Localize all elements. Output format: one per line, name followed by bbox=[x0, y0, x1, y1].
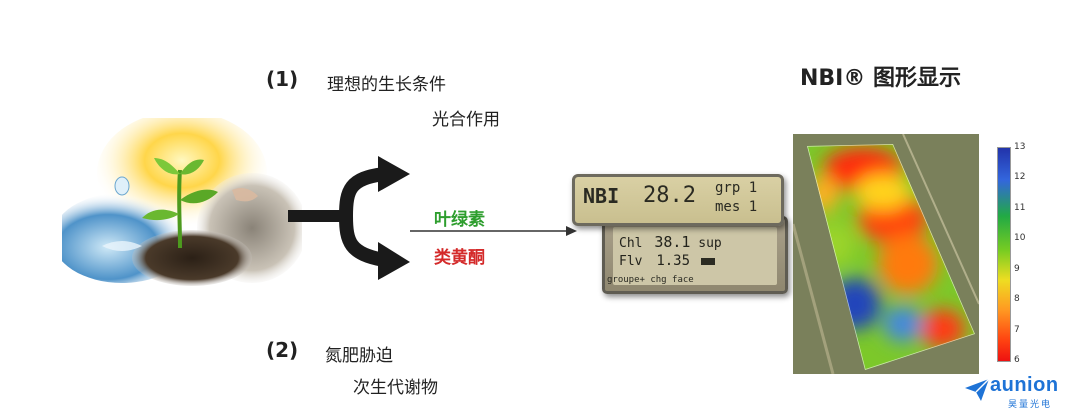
logo-subtitle: 昊量光电 bbox=[1008, 400, 1053, 410]
item1-sub: 光合作用 bbox=[432, 110, 500, 130]
fork-arrow bbox=[288, 156, 410, 280]
battery-icon bbox=[700, 258, 715, 265]
device-lower-panel: Chl 38.1 sup Flv 1.35 groupe+ chg face bbox=[602, 216, 788, 294]
paper-plane-icon bbox=[965, 378, 990, 401]
color-bar bbox=[997, 147, 1011, 362]
item2-number: (2) bbox=[266, 338, 299, 362]
chl-value: 38.1 bbox=[654, 233, 691, 251]
tick-label: 9 bbox=[1014, 264, 1020, 274]
item1-number: (1) bbox=[266, 67, 299, 91]
plant-illustration bbox=[62, 118, 302, 286]
tick-label: 7 bbox=[1014, 325, 1020, 335]
chl-label: Chl bbox=[619, 236, 643, 251]
tick-label: 13 bbox=[1014, 142, 1026, 152]
device-upper-panel: NBI 28.2 grp 1 mes 1 bbox=[572, 174, 784, 226]
logo-name: aunion bbox=[990, 374, 1059, 396]
thin-arrow bbox=[410, 226, 577, 236]
nbi-value: 28.2 bbox=[643, 183, 696, 208]
tick-label: 6 bbox=[1014, 355, 1020, 365]
arrow-label-chlorophyll: 叶绿素 bbox=[434, 210, 485, 230]
flv-label: Flv bbox=[619, 254, 643, 269]
grp-readout: grp 1 bbox=[715, 180, 758, 196]
mes-readout: mes 1 bbox=[715, 199, 758, 215]
tick-label: 10 bbox=[1014, 233, 1026, 243]
device-footer: groupe+ chg face bbox=[607, 275, 694, 285]
color-bar-ticks: 13 12 11 10 9 8 7 6 bbox=[1014, 142, 1044, 367]
tick-label: 12 bbox=[1014, 172, 1026, 182]
device-display: Chl 38.1 sup Flv 1.35 groupe+ chg face N… bbox=[572, 174, 788, 294]
item2-title: 氮肥胁迫 bbox=[325, 346, 393, 366]
item2-sub: 次生代谢物 bbox=[353, 378, 438, 398]
flv-value: 1.35 bbox=[656, 253, 691, 269]
aunion-logo: aunion 昊量光电 bbox=[962, 374, 1070, 410]
nbi-title: NBI® 图形显示 bbox=[800, 66, 962, 91]
nbi-label: NBI bbox=[583, 184, 620, 208]
tick-label: 8 bbox=[1014, 294, 1020, 304]
chl-unit: sup bbox=[698, 236, 722, 251]
tick-label: 11 bbox=[1014, 203, 1026, 213]
nbi-map bbox=[793, 134, 979, 374]
item1-title: 理想的生长条件 bbox=[327, 75, 446, 95]
arrow-label-flavonoid: 类黄酮 bbox=[434, 248, 485, 268]
